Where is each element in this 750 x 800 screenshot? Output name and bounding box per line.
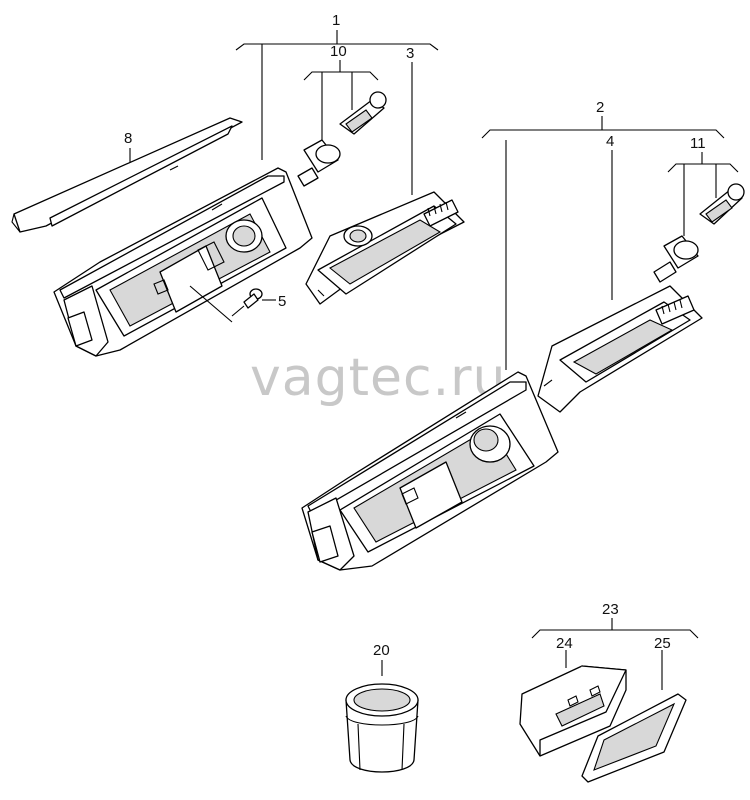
part-8-cover-strip	[11, 117, 243, 233]
label-3: 3	[406, 45, 414, 62]
label-8: 8	[124, 130, 132, 147]
callout-2	[481, 116, 725, 370]
part-2-console-tray	[301, 371, 559, 571]
part-5-screw	[231, 288, 263, 317]
part-24-tray-box	[519, 665, 627, 757]
callout-1	[235, 30, 439, 160]
watermark: vagtec.ru	[250, 348, 506, 408]
label-1: 1	[332, 12, 340, 29]
label-5: 5	[278, 293, 286, 310]
label-2: 2	[596, 99, 604, 116]
label-20: 20	[373, 642, 390, 659]
callout-23	[531, 618, 699, 639]
callout-10	[303, 60, 379, 140]
label-25: 25	[654, 635, 671, 652]
label-4: 4	[606, 133, 614, 150]
part-1-console-tray	[53, 167, 313, 357]
label-11: 11	[690, 135, 706, 152]
label-24: 24	[556, 635, 573, 652]
callout-11	[667, 152, 739, 236]
part-25-insert-mat	[581, 693, 687, 783]
part-4-insert-tray	[537, 285, 703, 413]
part-11-power-socket	[653, 183, 745, 283]
label-23: 23	[602, 601, 619, 618]
part-20-cup-insert	[345, 660, 419, 773]
label-10: 10	[330, 43, 347, 60]
part-3-insert-tray	[305, 191, 465, 305]
part-10-power-socket	[297, 91, 387, 187]
